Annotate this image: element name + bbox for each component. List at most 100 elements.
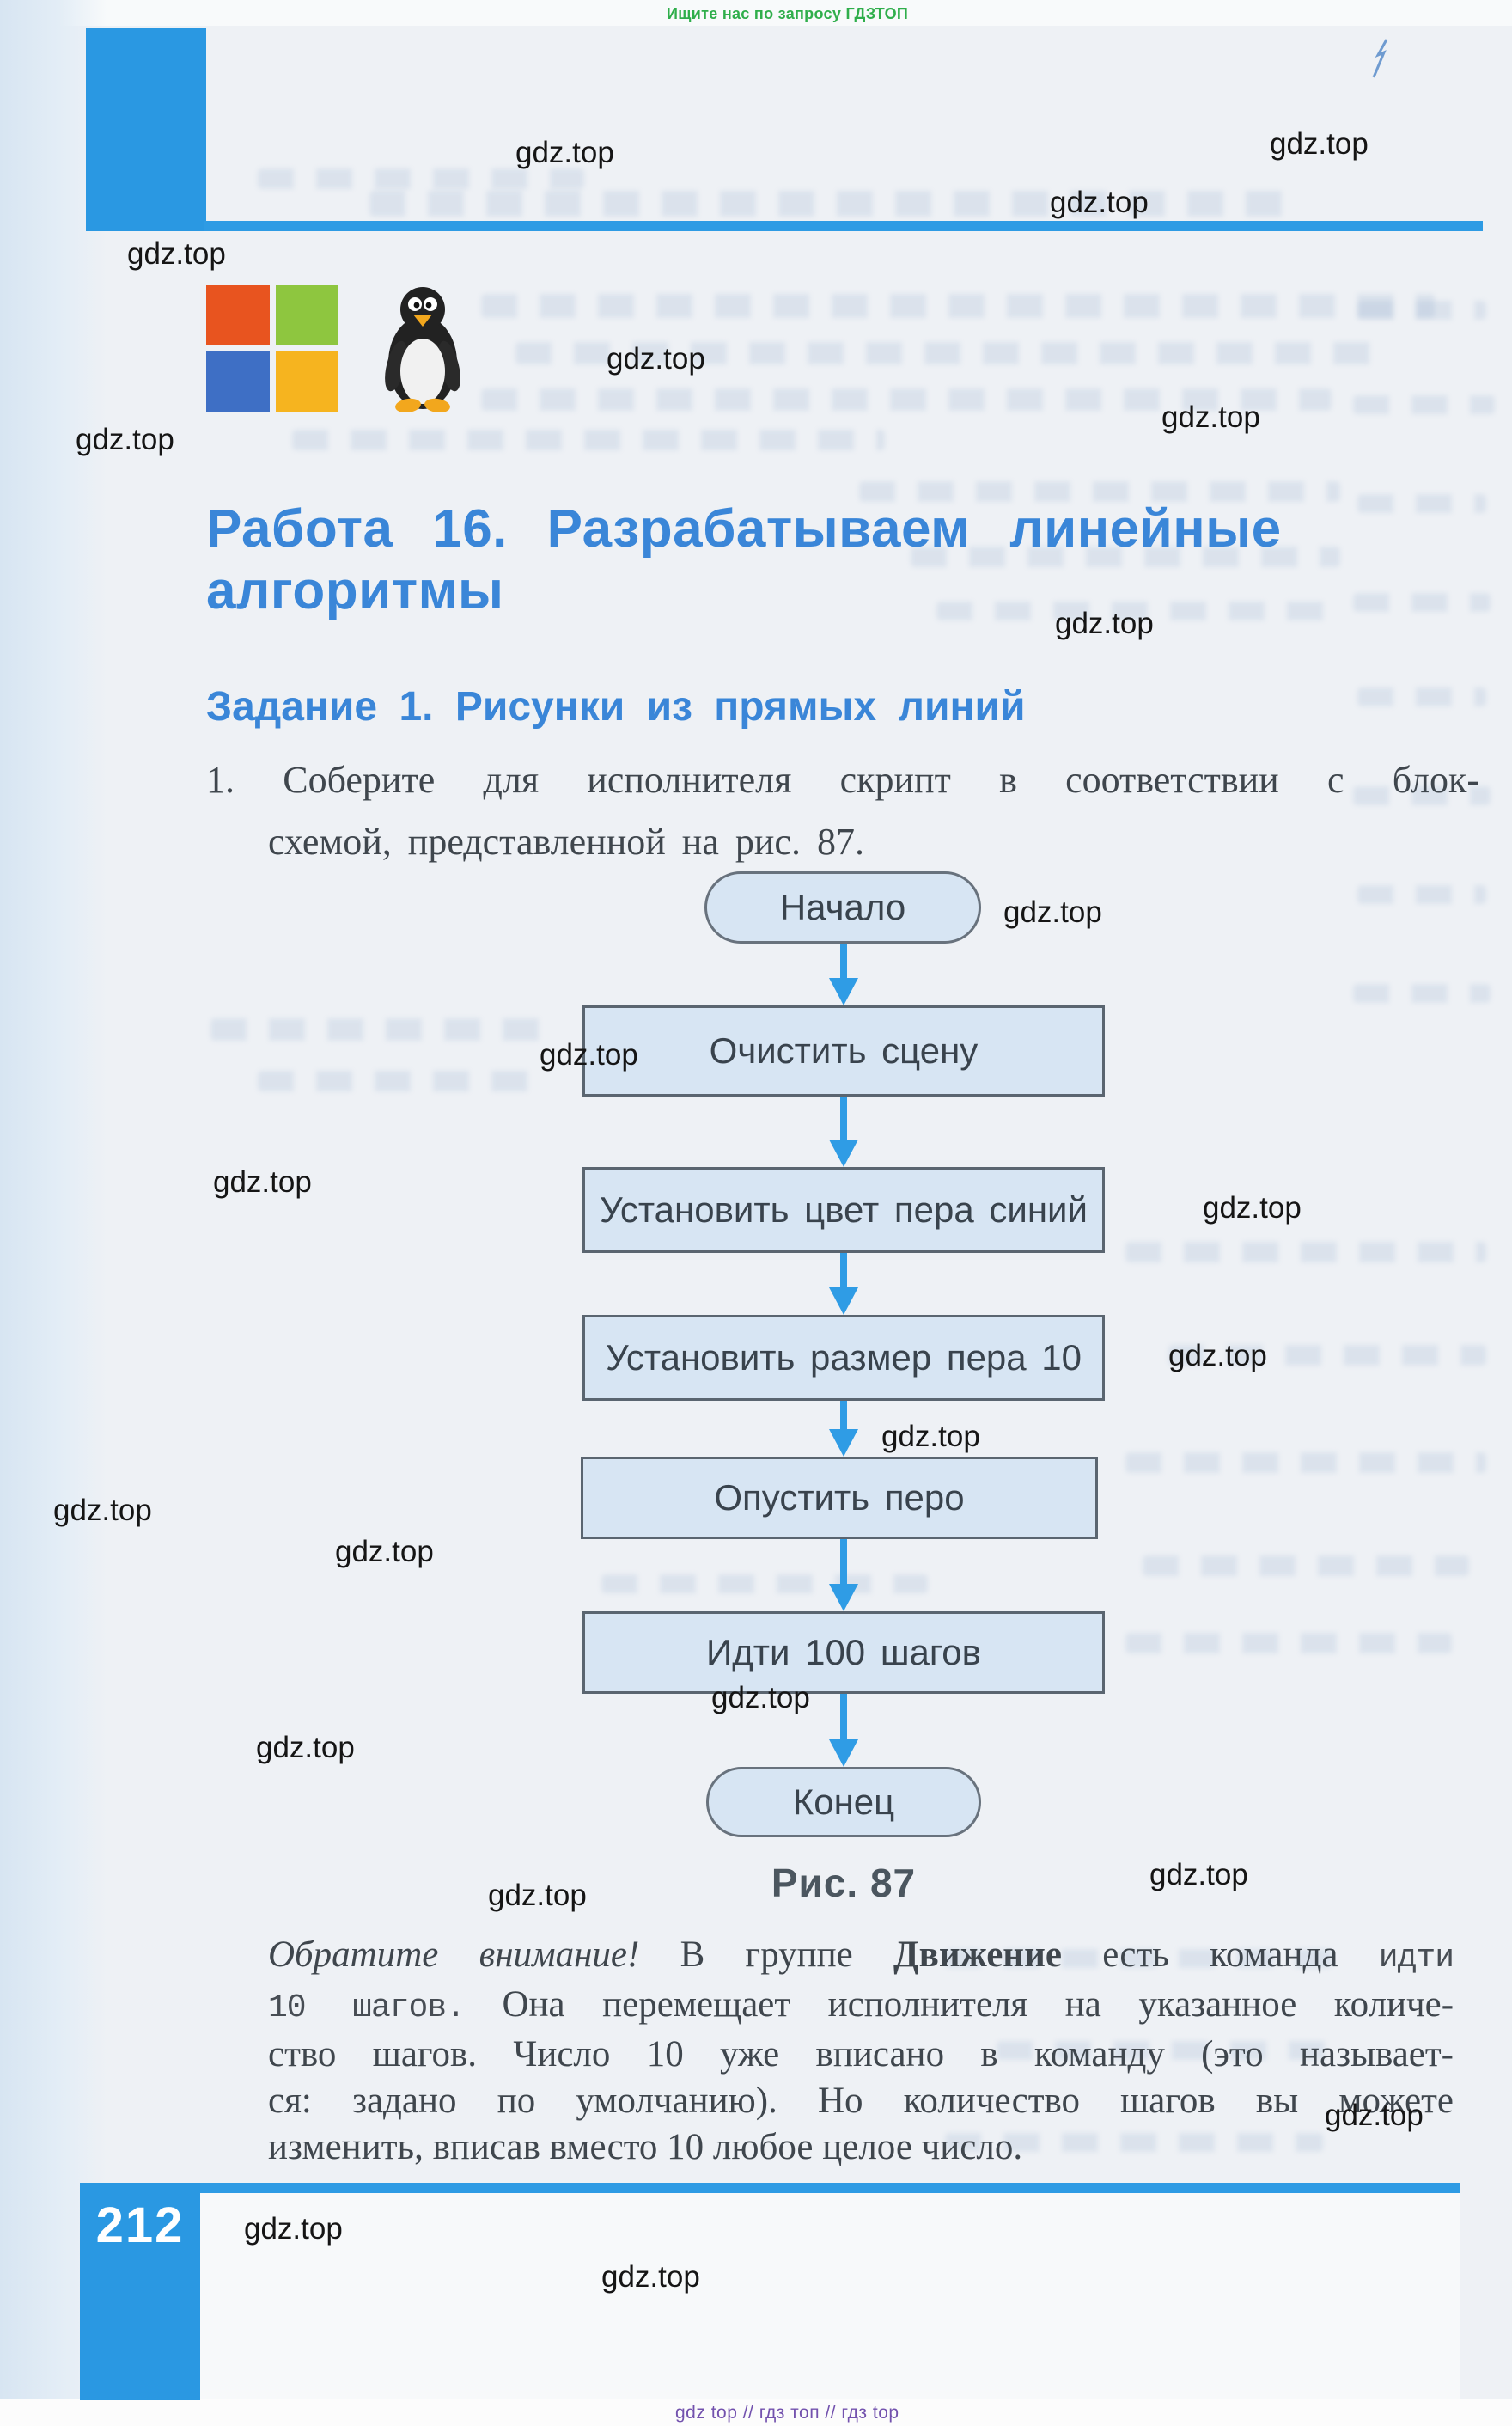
flowchart-node-move: Идти 100 шагов (582, 1611, 1105, 1694)
gdz-watermark: gdz.top (1325, 2099, 1424, 2132)
gdz-watermark: gdz.top (1161, 400, 1260, 434)
footer-watermark-text: gdz top // гдз топ // гдз top (675, 2403, 899, 2423)
bleed-mark (1353, 786, 1491, 805)
note-line-3: ство шагов. Число 10 уже вписано в коман… (268, 2032, 1454, 2078)
note-text-segment: Обратите внимание! (268, 1934, 640, 1975)
work-title-line1: Работа 16. Разрабатываем линейные (206, 499, 1282, 559)
gdz-watermark: gdz.top (244, 2212, 343, 2246)
arrow-head (829, 978, 858, 1005)
flowchart-arrow-down (829, 1539, 858, 1611)
flowchart-arrow-down (829, 1694, 858, 1767)
bleed-mark (1125, 1633, 1452, 1653)
note-text-segment: есть команда (1061, 1934, 1379, 1975)
gdz-watermark: gdz.top (76, 423, 174, 456)
gdz-watermark: gdz.top (515, 136, 614, 169)
bleed-mark (945, 1949, 1332, 1968)
bleed-mark (997, 2041, 1332, 2060)
logo-square-orange (206, 285, 270, 345)
bleed-mark (859, 481, 1340, 502)
bleed-mark (1125, 1452, 1486, 1473)
note-text-segment: Движение (893, 1934, 1062, 1975)
arrow-head (829, 1429, 858, 1457)
header-rule-line (204, 221, 1483, 231)
bleed-mark (945, 2133, 1323, 2152)
note-line-4: ся: задано по умолчанию). Но количество … (268, 2078, 1454, 2124)
bleed-mark (1357, 494, 1486, 513)
flowchart-node-pen-size: Установить размер пера 10 (582, 1315, 1105, 1401)
command-name-text: идти (1378, 1940, 1454, 1977)
arrow-shaft (840, 1694, 847, 1743)
bleed-mark (1357, 885, 1486, 904)
note-paragraph: Обратите внимание! В группе Движение ест… (268, 1932, 1454, 2171)
task-text-line1: 1. Соберите для исполнителя скрипт в соо… (206, 759, 1479, 801)
arrow-shaft (840, 1253, 847, 1291)
flowchart-node-pen-down: Опустить перо (581, 1457, 1098, 1539)
flowchart-arrow-down (829, 1253, 858, 1315)
arrow-head (829, 1584, 858, 1611)
bleed-mark (481, 294, 1435, 318)
flowchart-arrow-down (829, 1401, 858, 1457)
task-text-line2: схемой, представленной на рис. 87. (268, 821, 864, 863)
bleed-mark (1125, 1242, 1486, 1262)
page-number-badge: 212 (80, 2183, 200, 2400)
note-text-segment: В группе (639, 1934, 894, 1975)
arrow-shaft (840, 1097, 847, 1143)
gdz-watermark: gdz.top (601, 2260, 700, 2294)
bleed-mark (515, 342, 1392, 364)
note-text-segment: ся: задано по умолчанию). Но количество … (268, 2081, 1454, 2121)
bleed-mark (936, 602, 1340, 620)
gdz-watermark: gdz.top (540, 1038, 638, 1072)
gdz-watermark: gdz.top (711, 1681, 810, 1714)
footer-rule-line (80, 2183, 1460, 2193)
flowchart-node-pen-color: Установить цвет пера синий (582, 1167, 1105, 1253)
gdz-watermark: gdz.top (881, 1420, 980, 1453)
bleed-mark (1168, 1345, 1486, 1366)
header-promo-text: Ищите нас по запросу ГДЗТОП (667, 5, 909, 22)
flowchart-arrow-down (829, 944, 858, 1005)
gdz-watermark: gdz.top (53, 1494, 152, 1527)
work-title: Работа 16. Разрабатываем линейные алгори… (206, 498, 1478, 622)
logo-square-green (276, 285, 338, 345)
bleed-mark (1357, 301, 1486, 320)
tux-penguin-icon (375, 280, 470, 413)
bleed-mark (258, 168, 584, 189)
note-line-1: Обратите внимание! В группе Движение ест… (268, 1932, 1454, 1982)
arrow-head (829, 1739, 858, 1767)
page-bottom-band (0, 2399, 1512, 2426)
gdz-watermark: gdz.top (1050, 186, 1149, 219)
bleed-mark (1353, 984, 1491, 1003)
arrow-shaft (840, 1539, 847, 1587)
arrow-shaft (840, 944, 847, 981)
footer-white-area (200, 2193, 1460, 2399)
note-text-segment: ство шагов. Число 10 уже вписано в коман… (268, 2034, 1454, 2075)
gdz-watermark: gdz.top (1149, 1858, 1248, 1891)
note-line-2: 10 шагов. Она перемещает исполнителя на … (268, 1982, 1454, 2032)
page-top-band (0, 0, 1512, 26)
note-line-5: изменить, вписав вместо 10 любое целое ч… (268, 2124, 1454, 2171)
gdz-watermark: gdz.top (607, 342, 705, 376)
logo-square-yellow (276, 351, 338, 412)
bleed-mark (1353, 395, 1495, 414)
bleed-mark (601, 1574, 928, 1593)
note-text-segment: Она перемещает исполнителя на указанное … (464, 1984, 1454, 2025)
flowchart-node-start: Начало (704, 871, 981, 944)
bleed-mark (258, 1071, 541, 1091)
gdz-watermark: gdz.top (1270, 127, 1369, 161)
gdz-watermark: gdz.top (1203, 1191, 1302, 1225)
flowchart-node-end: Конец (706, 1767, 981, 1837)
bleed-mark (1143, 1555, 1469, 1576)
bleed-mark (292, 430, 885, 450)
bleed-mark (1353, 593, 1491, 612)
ink-speck-mark (1371, 38, 1393, 85)
gdz-watermark: gdz.top (335, 1535, 434, 1568)
task-subtitle: Задание 1. Рисунки из прямых линий (206, 684, 1026, 730)
work-title-line2: алгоритмы (206, 561, 504, 620)
gdz-watermark: gdz.top (1003, 895, 1102, 929)
gdz-watermark: gdz.top (1168, 1339, 1267, 1372)
note-text-segment: изменить, вписав вместо 10 любое целое ч… (268, 2127, 1023, 2167)
arrow-head (829, 1140, 858, 1167)
gdz-watermark: gdz.top (256, 1731, 355, 1764)
gdz-watermark: gdz.top (488, 1879, 587, 1912)
flowchart-arrow-down (829, 1097, 858, 1167)
